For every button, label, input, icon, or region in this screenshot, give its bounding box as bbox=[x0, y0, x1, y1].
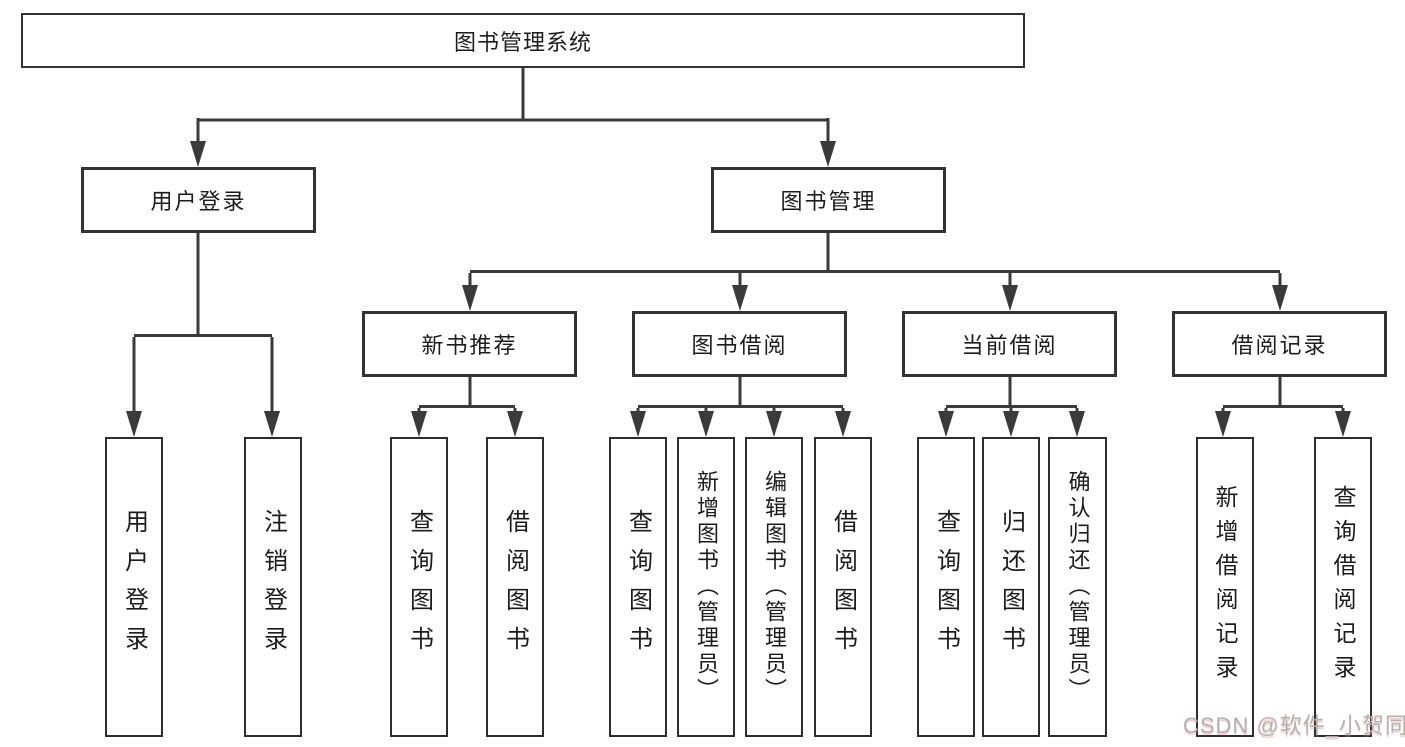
leaf-label: 查询图书 bbox=[932, 509, 960, 665]
leaf-recommend-borrow-book: 借阅图书 bbox=[486, 437, 544, 737]
leaf-user-login: 用户登录 bbox=[105, 437, 163, 737]
leaf-label: 编辑图书（管理员） bbox=[762, 470, 787, 704]
arrowhead-icon bbox=[1069, 411, 1085, 437]
node-label: 图书管理 bbox=[780, 189, 877, 214]
leaf-records-add-record: 新增借阅记录 bbox=[1196, 437, 1254, 737]
leaf-borrow-add-book-admin: 新增图书（管理员） bbox=[677, 437, 735, 737]
arrowhead-icon bbox=[1335, 411, 1351, 437]
arrowhead-icon bbox=[1215, 411, 1231, 437]
leaf-recommend-search-book: 查询图书 bbox=[390, 437, 448, 737]
leaf-label: 查询借阅记录 bbox=[1330, 485, 1356, 689]
node-label: 当前借阅 bbox=[961, 333, 1058, 358]
leaf-current-search-book: 查询图书 bbox=[917, 437, 975, 737]
arrowhead-icon bbox=[698, 411, 714, 437]
node-current-borrow: 当前借阅 bbox=[902, 311, 1117, 377]
leaf-borrow-search-book: 查询图书 bbox=[609, 437, 667, 737]
arrowhead-icon bbox=[190, 141, 206, 167]
node-label: 新书推荐 bbox=[421, 333, 518, 358]
leaf-current-return-book: 归还图书 bbox=[982, 437, 1040, 737]
node-book-management: 图书管理 bbox=[711, 167, 946, 233]
leaf-borrow-edit-book-admin: 编辑图书（管理员） bbox=[745, 437, 803, 737]
node-borrow-records: 借阅记录 bbox=[1172, 311, 1387, 377]
leaf-label: 新增图书（管理员） bbox=[694, 470, 719, 704]
leaf-label: 查询图书 bbox=[405, 509, 433, 665]
leaf-label: 借阅图书 bbox=[501, 509, 529, 665]
leaf-label: 注销登录 bbox=[259, 509, 287, 665]
leaf-borrow-borrow-book: 借阅图书 bbox=[814, 437, 872, 737]
leaf-logout: 注销登录 bbox=[244, 437, 302, 737]
arrowhead-icon bbox=[732, 285, 748, 311]
arrowhead-icon bbox=[820, 141, 836, 167]
arrowhead-icon bbox=[507, 411, 523, 437]
node-root: 图书管理系统 bbox=[21, 13, 1025, 68]
arrowhead-icon bbox=[938, 411, 954, 437]
leaf-label: 查询图书 bbox=[624, 509, 652, 665]
node-root-label: 图书管理系统 bbox=[453, 29, 592, 55]
node-label: 图书借阅 bbox=[691, 333, 788, 358]
node-label: 借阅记录 bbox=[1231, 333, 1328, 358]
node-new-book-recommend: 新书推荐 bbox=[362, 311, 577, 377]
arrowhead-icon bbox=[630, 411, 646, 437]
leaf-current-confirm-return-admin: 确认归还（管理员） bbox=[1048, 437, 1107, 737]
arrowhead-icon bbox=[1002, 285, 1018, 311]
node-book-borrow: 图书借阅 bbox=[632, 311, 847, 377]
leaf-label: 归还图书 bbox=[997, 509, 1025, 665]
leaf-records-search-record: 查询借阅记录 bbox=[1314, 437, 1372, 737]
node-label: 用户登录 bbox=[150, 189, 247, 214]
leaf-label: 用户登录 bbox=[120, 509, 148, 665]
leaf-label: 借阅图书 bbox=[829, 509, 857, 665]
arrowhead-icon bbox=[264, 411, 280, 437]
arrowhead-icon bbox=[835, 411, 851, 437]
leaf-label: 新增借阅记录 bbox=[1212, 485, 1238, 689]
leaf-label: 确认归还（管理员） bbox=[1065, 470, 1091, 704]
arrowhead-icon bbox=[1003, 411, 1019, 437]
arrowhead-icon bbox=[126, 411, 142, 437]
arrowhead-icon bbox=[411, 411, 427, 437]
node-user-login-branch: 用户登录 bbox=[81, 167, 316, 233]
csdn-watermark: CSDN @软件_小贺同学 bbox=[1183, 713, 1405, 738]
arrowhead-icon bbox=[766, 411, 782, 437]
arrowhead-icon bbox=[462, 285, 478, 311]
arrowhead-icon bbox=[1272, 285, 1288, 311]
